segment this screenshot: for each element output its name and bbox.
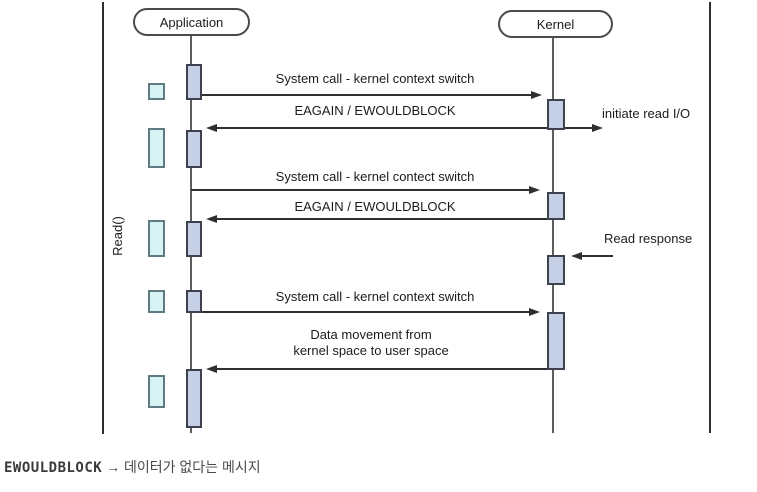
buffer-box-5 [148,375,165,408]
arrowhead-right-icon [531,91,542,99]
app-activation-3 [186,221,202,257]
kernel-activation-4 [547,312,565,370]
message-data-movement: Data movement from kernel space to user … [241,327,501,359]
buffer-box-4 [148,290,165,313]
arrowhead-right-icon [529,308,540,316]
kernel-activation-2 [547,192,565,220]
message-syscall-1: System call - kernel context switch [275,71,475,86]
actor-application: Application [133,8,250,36]
caption-code: EWOULDBLOCK [4,460,103,476]
buffer-box-1 [148,83,165,100]
arrowhead-left-icon [571,252,582,260]
actor-kernel: Kernel [498,10,613,38]
app-activation-4 [186,290,202,313]
arrowhead-left-icon [206,365,217,373]
arrowhead-left-icon [206,124,217,132]
kernel-activation-1 [547,99,565,130]
actor-application-label: Application [159,14,224,30]
message-data-movement-line2: kernel space to user space [293,343,449,358]
message-data-movement-line1: Data movement from [310,327,432,342]
arrow-read-response [581,255,613,257]
arrow-syscall-3 [202,311,530,313]
side-label-read: Read() [110,216,125,256]
kernel-lifeline [552,37,554,433]
arrowhead-right-icon [529,186,540,194]
buffer-box-3 [148,220,165,257]
message-initiate-read: initiate read I/O [602,106,691,121]
app-activation-1 [186,64,202,100]
arrowhead-right-icon [592,124,603,132]
arrow-data-movement [216,368,548,370]
frame-left-border [102,2,104,434]
arrow-eagain-2 [216,218,547,220]
message-eagain-1: EAGAIN / EWOULDBLOCK [294,103,456,118]
actor-kernel-label: Kernel [536,16,575,32]
arrow-syscall-2 [191,189,530,191]
message-syscall-2: System call - kernel contect switch [275,169,475,184]
frame-right-border [709,2,711,433]
message-eagain-2: EAGAIN / EWOULDBLOCK [294,199,456,214]
arrow-syscall-1 [202,94,532,96]
message-read-response: Read response [604,231,693,246]
message-syscall-3: System call - kernel context switch [275,289,475,304]
app-activation-2 [186,130,202,168]
arrow-eagain-1-and-initiate-read [216,127,593,129]
app-activation-5 [186,369,202,428]
kernel-activation-3 [547,255,565,285]
caption-arrow: → [106,459,121,475]
caption-text: 데이터가 없다는 메시지 [124,459,261,475]
arrowhead-left-icon [206,215,217,223]
buffer-box-2 [148,128,165,168]
caption: EWOULDBLOCK → 데이터가 없다는 메시지 [4,457,261,477]
